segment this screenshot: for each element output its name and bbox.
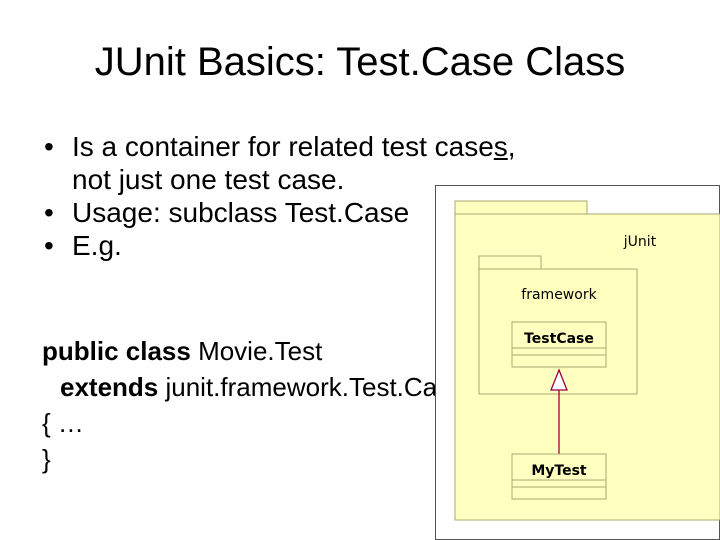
bullet-marker: • <box>44 230 54 261</box>
bullet-item: • Usage: subclass Test.Case <box>44 196 516 229</box>
bullet-text-end: , <box>507 131 516 162</box>
bullet-item: • Is a container for related test cases, <box>44 130 516 163</box>
code-keyword: public class <box>42 336 191 366</box>
bullet-continuation: not just one test case. <box>44 163 516 196</box>
inner-package-tab <box>478 255 542 270</box>
code-text: junit.framework.Test.Case <box>158 372 465 402</box>
code-line: extends junit.framework.Test.Case <box>42 369 465 405</box>
uml-diagram: jUnit framework TestCase MyTest <box>435 185 720 540</box>
outer-package-label: jUnit <box>623 234 657 250</box>
code-text: Movie.Test <box>190 336 323 366</box>
bullet-text: E.g. <box>72 230 122 261</box>
class-mytest-label: MyTest <box>531 463 587 479</box>
code-line: { … <box>42 408 84 438</box>
bullet-marker: • <box>44 197 54 228</box>
inner-package-label: framework <box>521 287 597 303</box>
class-testcase: TestCase <box>511 321 607 368</box>
outer-package-tab <box>454 200 588 215</box>
bullet-text: Usage: subclass Test.Case <box>72 197 410 228</box>
inheritance-arrowhead <box>550 368 568 391</box>
bullet-text: not just one test case. <box>72 164 345 195</box>
slide-title: JUnit Basics: Test.Case Class <box>94 40 626 84</box>
bullet-underlined-text: s <box>493 131 508 162</box>
class-mytest: MyTest <box>511 453 607 500</box>
bullet-text: Is a container for related test case <box>72 131 494 162</box>
bullet-list: • Is a container for related test cases,… <box>44 130 516 262</box>
code-snippet: public class Movie.Test extends junit.fr… <box>42 333 465 477</box>
bullet-item: • E.g. <box>44 229 516 262</box>
code-keyword: extends <box>60 372 159 402</box>
bullet-marker: • <box>44 131 54 162</box>
code-line: public class Movie.Test <box>42 333 465 369</box>
code-line: } <box>42 444 51 474</box>
class-testcase-label: TestCase <box>524 331 594 347</box>
